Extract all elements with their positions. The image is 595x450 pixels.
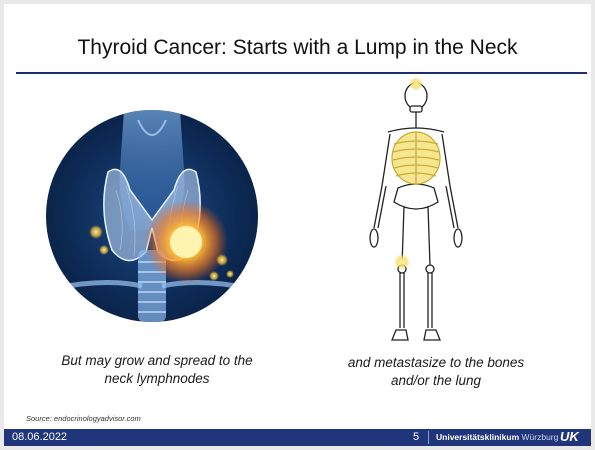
- slide: Thyroid Cancer: Starts with a Lump in th…: [4, 4, 591, 446]
- footer-separator: [428, 431, 429, 444]
- caption-right-line1: and metastasize to the bones: [316, 354, 556, 372]
- source-note: Source: endocrinologyadvisor.com: [26, 414, 141, 423]
- title-divider: [16, 72, 587, 74]
- caption-right-line2: and/or the lung: [316, 372, 556, 390]
- caption-left-line2: neck lymphnodes: [32, 370, 282, 388]
- slide-title: Thyroid Cancer: Starts with a Lump in th…: [4, 36, 591, 60]
- institution-name: Universitätsklinikum Würzburg: [436, 432, 558, 442]
- caption-lymphnodes: But may grow and spread to the neck lymp…: [32, 352, 282, 388]
- thyroid-illustration-icon: [46, 110, 258, 322]
- footer-date: 08.06.2022: [12, 431, 67, 443]
- institution-name-bold: Universitätsklinikum: [436, 432, 519, 442]
- caption-left-line1: But may grow and spread to the: [32, 352, 282, 370]
- institution-city: Würzburg: [522, 432, 559, 442]
- caption-metastasis: and metastasize to the bones and/or the …: [316, 354, 556, 390]
- skeleton-illustration-icon: [352, 76, 502, 354]
- page-number: 5: [413, 431, 419, 443]
- slide-footer: 08.06.2022 5 Universitätsklinikum Würzbu…: [4, 429, 591, 446]
- uk-logo: UK: [560, 429, 579, 444]
